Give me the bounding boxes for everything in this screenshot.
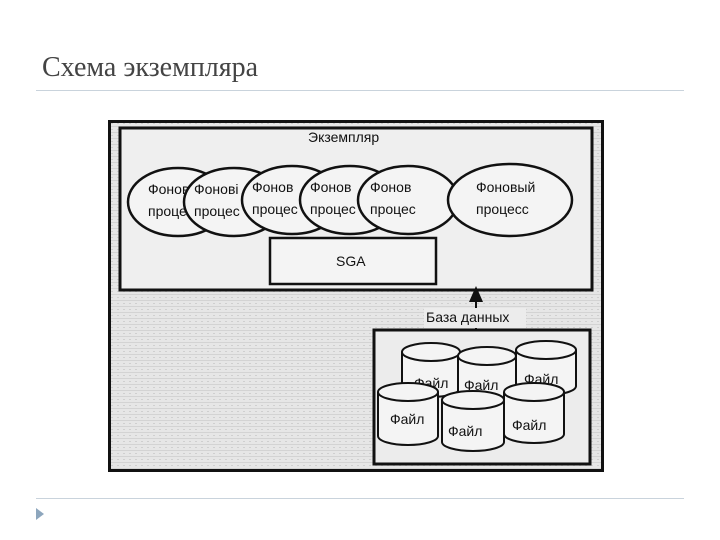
instance-label: Экземпляр xyxy=(308,129,379,145)
database-label: База данных xyxy=(426,309,509,325)
database-label-backdrop xyxy=(424,308,526,328)
process-label-line1: Фонов xyxy=(370,179,411,195)
process-label-line2: процес xyxy=(310,201,356,217)
file-cylinder-4: Файл xyxy=(377,382,439,446)
file-label: Файл xyxy=(512,417,546,433)
file-label: Файл xyxy=(390,411,424,427)
process-label-line2: процес xyxy=(370,201,416,217)
background-process-6: Фоновый процесс xyxy=(446,162,574,238)
file-label: Файл xyxy=(448,423,482,439)
background-process-5: Фонов процес xyxy=(356,164,460,236)
process-label-line2: процесс xyxy=(476,201,529,217)
slide-title: Схема экземпляра xyxy=(42,52,259,83)
process-label-line1: Фонов xyxy=(148,181,189,197)
file-cylinder-2: Файл xyxy=(457,346,517,402)
file-cylinder-5: Файл xyxy=(441,390,505,452)
footer-divider xyxy=(36,498,684,499)
title-divider xyxy=(36,90,684,91)
sga-box xyxy=(268,236,438,286)
process-label-line2: процес xyxy=(148,203,194,219)
process-label-line1: Фоновый xyxy=(476,179,535,195)
sga-label: SGA xyxy=(336,253,366,269)
process-label-line2: процес xyxy=(252,201,298,217)
triangle-bullet-icon xyxy=(36,508,44,520)
process-label-line2: процес xyxy=(194,203,240,219)
file-cylinder-6: Файл xyxy=(503,382,565,444)
process-label-line1: Фоновi xyxy=(194,181,239,197)
process-label-line1: Фонов xyxy=(310,179,351,195)
process-label-line1: Фонов xyxy=(252,179,293,195)
file-label: Файл xyxy=(464,377,498,393)
instance-diagram: Экземпляр Фонов процес Фоновi процес Фон… xyxy=(108,120,604,472)
diagram-svg: Экземпляр Фонов процес Фоновi процес Фон… xyxy=(108,120,604,472)
